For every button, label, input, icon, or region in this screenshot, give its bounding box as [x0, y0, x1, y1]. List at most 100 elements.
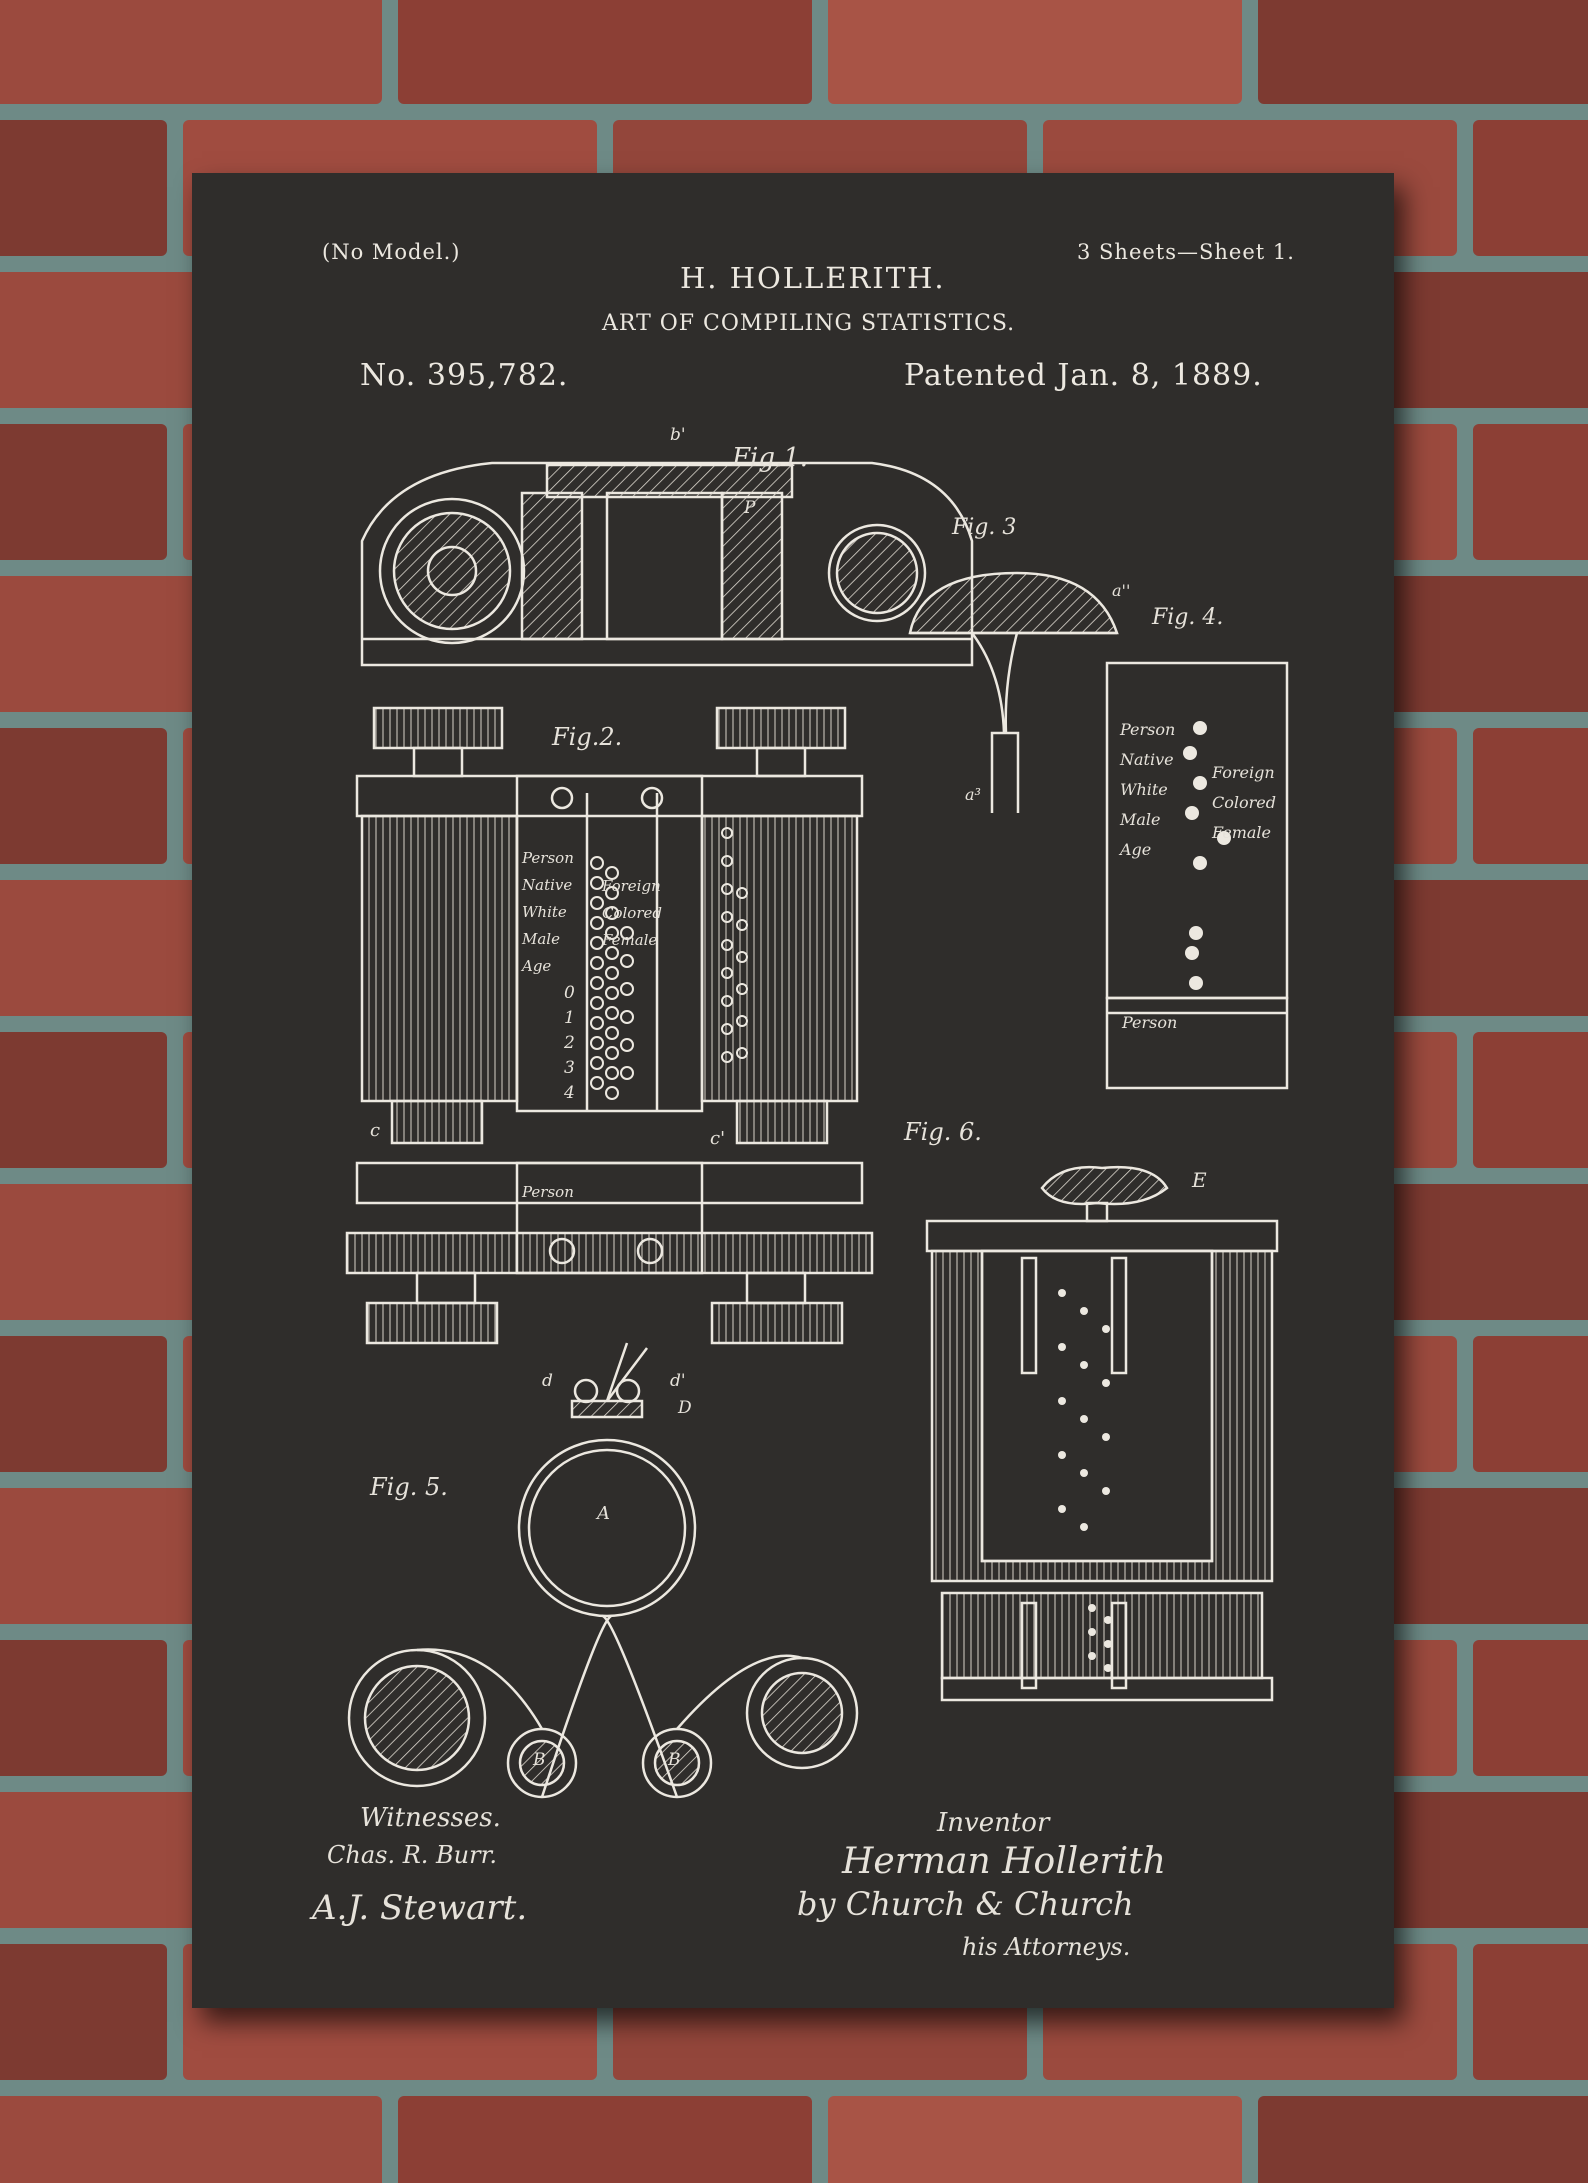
brick: [1473, 120, 1588, 256]
fig4-label-female: Female: [1212, 823, 1271, 842]
card-number-3: 3: [564, 1058, 575, 1078]
patent-drawing: [345, 461, 1289, 1799]
punch-hole: [620, 1066, 634, 1080]
punch-hole: [1189, 976, 1203, 990]
fig5-drawing: [347, 1342, 859, 1799]
punch-hole: [1193, 721, 1207, 735]
punch-hole: [1104, 1640, 1112, 1648]
fig4-drawing: [1105, 661, 1289, 1090]
attorney-signature: by Church & Church: [797, 1885, 1134, 1923]
punch-hole: [620, 982, 634, 996]
punch-hole: [736, 919, 748, 931]
card-label-female: Female: [602, 931, 658, 949]
brick: [1258, 0, 1588, 104]
fig6-drawing: [925, 1166, 1279, 1702]
punch-hole: [1088, 1604, 1096, 1612]
punch-hole: [1088, 1652, 1096, 1660]
punch-hole: [1080, 1361, 1088, 1369]
punch-hole: [721, 1023, 733, 1035]
punch-hole: [590, 876, 604, 890]
fig4-label-age: Age: [1120, 840, 1152, 859]
fig4-card-bottom-label: Person: [1122, 1013, 1178, 1032]
sheets-label: 3 Sheets—Sheet 1.: [1077, 240, 1295, 264]
punch-hole: [1058, 1289, 1066, 1297]
part-label-d-prime: d': [670, 1371, 686, 1391]
part-label-a3: a³: [965, 785, 981, 804]
punch-hole: [736, 983, 748, 995]
punch-hole: [1217, 831, 1231, 845]
punch-hole: [1102, 1325, 1110, 1333]
card-label-age: Age: [522, 957, 552, 975]
part-label-b-right: B: [668, 1750, 681, 1770]
brick: [0, 1032, 167, 1168]
witnesses-label: Witnesses.: [360, 1803, 501, 1833]
punch-hole: [721, 827, 733, 839]
fig3-drawing: [908, 571, 1119, 813]
brick: [1473, 424, 1588, 560]
brick: [1473, 1944, 1588, 2080]
punch-hole: [1080, 1469, 1088, 1477]
punch-hole: [721, 967, 733, 979]
card-label-native: Native: [522, 876, 573, 894]
punch-hole: [590, 896, 604, 910]
punch-hole: [721, 855, 733, 867]
punch-hole: [1189, 926, 1203, 940]
fig1-drawing: [360, 461, 974, 667]
punch-hole: [1058, 1343, 1066, 1351]
patent-date: Patented Jan. 8, 1889.: [904, 358, 1263, 393]
punch-hole: [605, 1046, 619, 1060]
no-model-label: (No Model.): [322, 240, 461, 264]
brick: [0, 1336, 167, 1472]
fig4-label: Fig. 4.: [1152, 605, 1224, 630]
punch-hole: [620, 1038, 634, 1052]
fig4-card-labels: Person Native White Male Age: [1120, 715, 1175, 865]
part-label-a-double-prime: a'': [1112, 581, 1131, 600]
fig2-card-labels-right: Foreign Colored Female: [602, 873, 662, 954]
inventor-label: Inventor: [937, 1808, 1050, 1838]
fig5-label: Fig. 5.: [370, 1473, 448, 1501]
part-label-b-left: B: [533, 1750, 546, 1770]
punch-hole: [1058, 1505, 1066, 1513]
brick: [1473, 1640, 1588, 1776]
witness-signature-2: A.J. Stewart.: [312, 1888, 528, 1928]
punch-hole: [605, 866, 619, 880]
punch-hole: [1102, 1379, 1110, 1387]
brick: [0, 424, 167, 560]
fig4-label-white: White: [1120, 780, 1168, 799]
brick: [0, 728, 167, 864]
fig3-label: Fig. 3: [952, 515, 1017, 540]
punch-hole: [1193, 776, 1207, 790]
brick: [828, 0, 1242, 104]
brick: [0, 120, 167, 256]
fig4-label-native: Native: [1120, 750, 1174, 769]
part-label-c-prime: c': [710, 1128, 726, 1149]
punch-hole: [605, 946, 619, 960]
punch-hole: [1080, 1523, 1088, 1531]
brick: [1473, 1336, 1588, 1472]
punch-hole: [620, 954, 634, 968]
punch-hole: [1058, 1397, 1066, 1405]
fig4-label-male: Male: [1120, 810, 1161, 829]
fig2-card-bottom-label: Person: [522, 1183, 574, 1201]
punch-hole: [590, 856, 604, 870]
inventor-name: H. HOLLERITH.: [680, 261, 946, 295]
brick: [398, 0, 812, 104]
punch-hole: [590, 996, 604, 1010]
brick: [1473, 1032, 1588, 1168]
card-number-1: 1: [564, 1008, 575, 1028]
fig1-label: Fig.1.: [732, 443, 809, 473]
punch-hole: [736, 887, 748, 899]
punch-hole: [1102, 1487, 1110, 1495]
card-label-foreign: Foreign: [602, 877, 661, 895]
punch-hole: [620, 926, 634, 940]
punch-hole: [620, 1010, 634, 1024]
brick: [0, 0, 382, 104]
fig6-label: Fig. 6.: [904, 1118, 982, 1146]
patent-number: No. 395,782.: [360, 358, 569, 393]
card-label-colored: Colored: [602, 904, 662, 922]
part-label-b-prime: b': [670, 425, 686, 445]
card-label-male: Male: [522, 930, 560, 948]
punch-hole: [590, 956, 604, 970]
punch-hole: [1080, 1415, 1088, 1423]
punch-hole: [605, 1066, 619, 1080]
